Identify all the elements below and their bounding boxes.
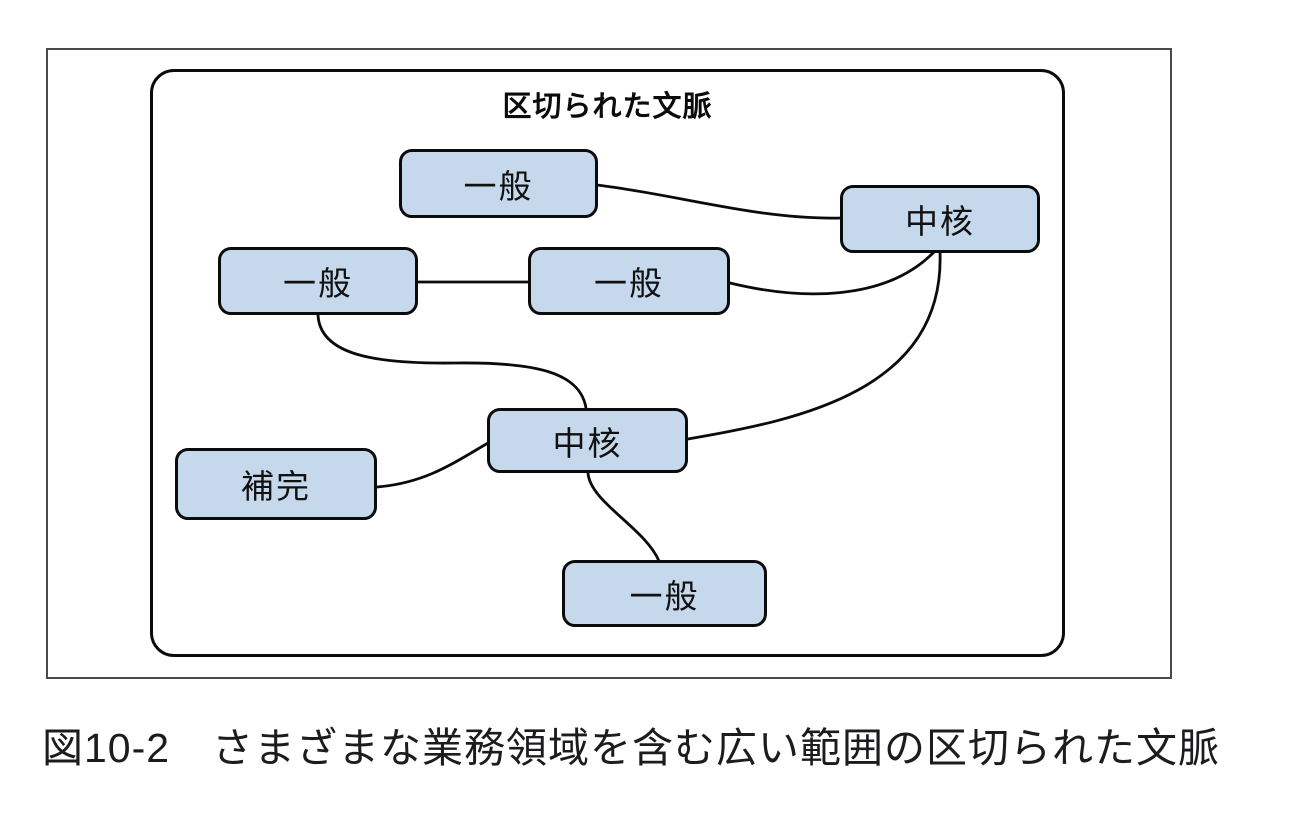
node-label: 一般 (283, 265, 353, 302)
node-label: 中核 (552, 424, 623, 462)
node-supporting-left: 補完 (175, 448, 377, 520)
figure-caption: 図10-2 さまざまな業務領域を含む広い範囲の区切られた文脈 (42, 725, 1221, 771)
node-label: 一般 (629, 577, 700, 615)
node-core-top-right: 中核 (840, 185, 1040, 253)
node-general-bottom: 一般 (562, 560, 767, 627)
node-general-top: 一般 (399, 149, 598, 218)
node-general-mid-left: 一般 (218, 247, 418, 315)
bounded-context-title: 区切られた文脈 (502, 91, 713, 123)
node-label: 一般 (463, 167, 534, 205)
node-general-mid-center: 一般 (528, 247, 730, 315)
node-label: 中核 (905, 203, 975, 240)
node-label: 一般 (594, 265, 664, 302)
node-core-center: 中核 (487, 408, 688, 473)
node-label: 補完 (241, 468, 311, 505)
